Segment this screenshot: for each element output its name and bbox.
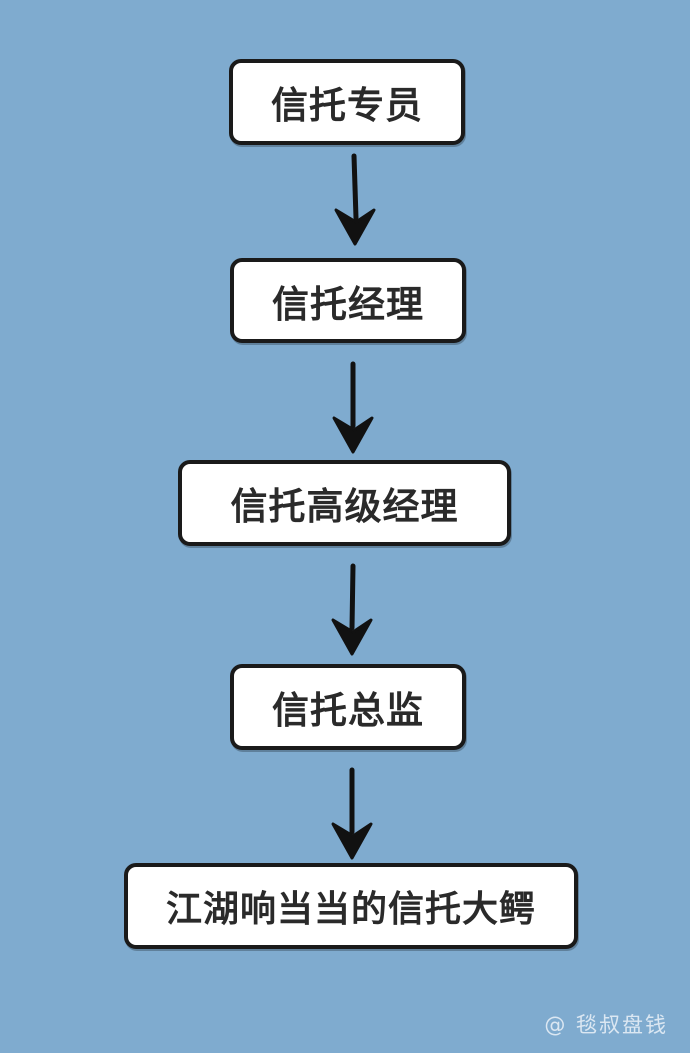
watermark-text: @ 毯叔盘钱	[544, 1013, 668, 1037]
flow-node-trust-specialist: 信托专员	[229, 59, 465, 145]
down-arrow-icon	[332, 361, 374, 454]
down-arrow-icon	[334, 153, 376, 246]
down-arrow-icon	[331, 563, 373, 656]
down-arrow-icon	[331, 767, 373, 860]
flow-node-trust-director: 信托总监	[230, 664, 466, 750]
flow-node-senior-trust-manager: 信托高级经理	[178, 460, 511, 546]
flow-node-trust-manager: 信托经理	[230, 258, 466, 343]
flow-node-trust-tycoon: 江湖响当当的信托大鳄	[124, 863, 578, 949]
